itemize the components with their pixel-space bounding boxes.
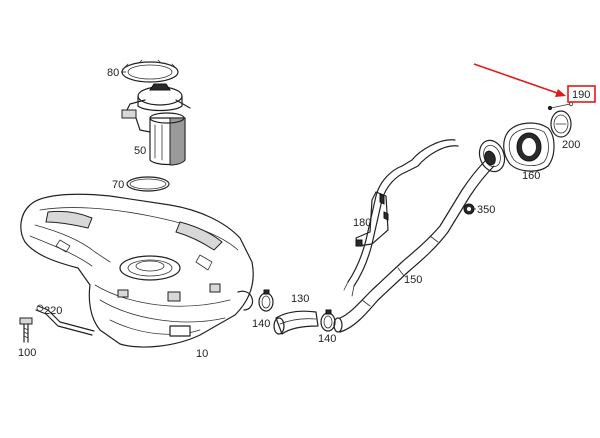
- callout-150: 150: [404, 274, 422, 286]
- filler-neck-head: [478, 139, 506, 173]
- retaining-strap: [35, 304, 95, 336]
- grommet-seal: [463, 203, 475, 215]
- filler-neck-tube: [333, 139, 495, 333]
- seal-ring: [126, 176, 170, 192]
- callout-220: 220: [44, 305, 62, 317]
- mounting-bolt: [19, 317, 33, 343]
- callout-350: 350: [477, 204, 495, 216]
- callout-160: 160: [522, 170, 540, 182]
- callout-70: 70: [112, 179, 124, 191]
- hose-clamp-1: [258, 289, 274, 312]
- fuel-pump-module: [121, 83, 191, 166]
- callout-140b: 140: [318, 333, 336, 345]
- callout-50: 50: [134, 145, 146, 157]
- filler-housing: [503, 122, 555, 172]
- highlight-box: [567, 85, 596, 103]
- callout-190: 190: [572, 89, 590, 101]
- mounting-bracket: [355, 191, 389, 247]
- cap-tether: [547, 101, 574, 111]
- fuel-cap: [550, 110, 572, 138]
- filler-hose: [273, 310, 319, 335]
- callout-80: 80: [107, 67, 119, 79]
- callout-10: 10: [196, 348, 208, 360]
- hose-clamp-2: [320, 309, 336, 332]
- highlight-arrow: [473, 63, 566, 97]
- callout-100: 100: [18, 347, 36, 359]
- callout-200: 200: [562, 139, 580, 151]
- callout-180: 180: [353, 217, 371, 229]
- fuel-tank: [20, 193, 254, 348]
- lock-ring: [121, 59, 179, 83]
- callout-140a: 140: [252, 318, 270, 330]
- callout-130: 130: [291, 293, 309, 305]
